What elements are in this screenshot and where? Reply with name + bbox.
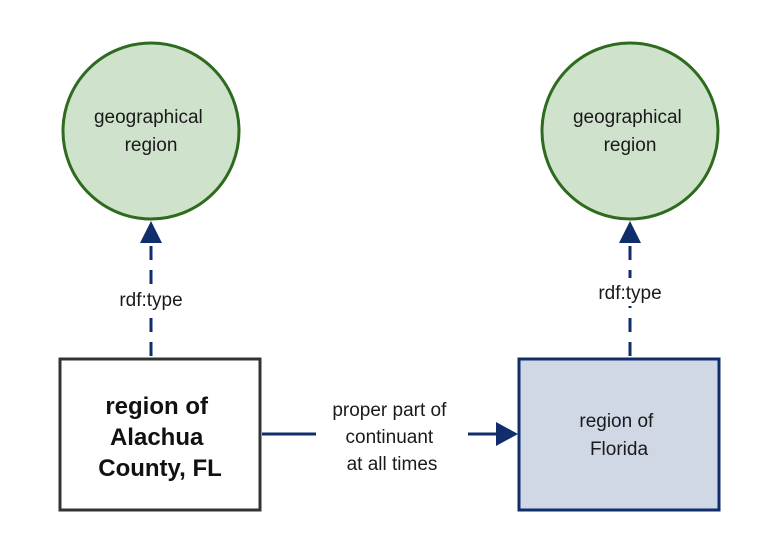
instance-node-left-label-line: region of bbox=[105, 393, 209, 420]
class-node-right-label-line: geographical bbox=[573, 107, 682, 128]
edge-part-of-label-line: at all times bbox=[347, 454, 438, 475]
instance-node-right-box bbox=[517, 357, 721, 512]
class-node-left: geographical region bbox=[61, 41, 241, 221]
edge-part-of-label: proper part of continuant at all times bbox=[332, 400, 451, 475]
instance-node-right-label: region of Florida bbox=[579, 411, 658, 460]
instance-node-left-label-line: Alachua bbox=[110, 424, 204, 451]
instance-node-right-label-line: Florida bbox=[590, 439, 649, 460]
instance-node-right-label-line: region of bbox=[579, 411, 654, 432]
instance-node-right: region of Florida bbox=[517, 357, 721, 512]
edge-type-left-arrowhead bbox=[140, 221, 162, 243]
instance-node-left-label: region of Alachua County, FL bbox=[98, 393, 222, 482]
edge-type-right-arrowhead bbox=[619, 221, 641, 243]
edge-type-right-label-bg bbox=[583, 278, 677, 306]
class-node-left-label: geographical region bbox=[94, 107, 208, 156]
edge-type-left-label: rdf:type bbox=[119, 290, 182, 311]
edge-part-of-arrowhead bbox=[496, 422, 518, 446]
class-node-right-circle bbox=[540, 41, 720, 221]
class-node-right: geographical region bbox=[540, 41, 720, 221]
class-node-right-label: geographical region bbox=[573, 107, 687, 156]
class-node-left-label-line: region bbox=[125, 135, 178, 156]
edge-type-left: rdf:type bbox=[104, 221, 198, 356]
edge-type-right-label: rdf:type bbox=[598, 283, 661, 304]
instance-node-left-box bbox=[58, 357, 262, 512]
edge-type-left-label-bg bbox=[104, 285, 198, 313]
class-node-left-label-line: geographical bbox=[94, 107, 203, 128]
instance-node-left: region of Alachua County, FL bbox=[58, 357, 262, 512]
edge-part-of-label-line: proper part of bbox=[332, 400, 447, 421]
edge-type-right: rdf:type bbox=[583, 221, 677, 356]
instance-node-left-label-line: County, FL bbox=[98, 455, 222, 482]
class-node-left-circle bbox=[61, 41, 241, 221]
edge-part-of-label-line: continuant bbox=[346, 427, 434, 448]
edge-part-of: proper part of continuant at all times bbox=[262, 400, 518, 475]
class-node-right-label-line: region bbox=[604, 135, 657, 156]
